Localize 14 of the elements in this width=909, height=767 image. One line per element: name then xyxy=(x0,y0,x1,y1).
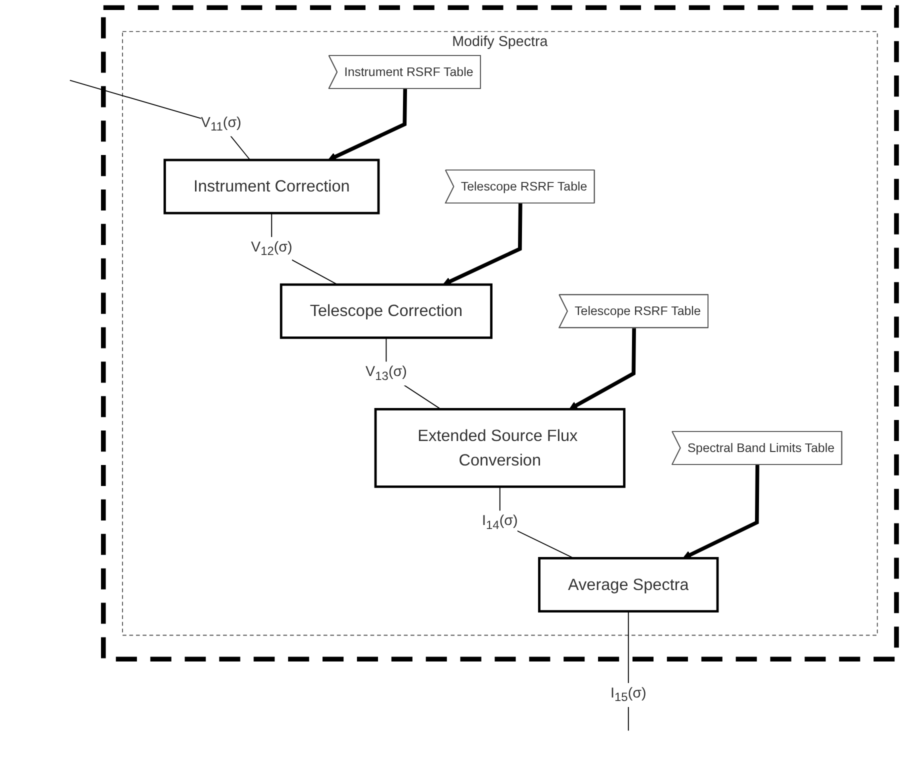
node-box: Instrument Correction xyxy=(164,158,380,214)
edge-label: V$_{12}$(σ) xyxy=(250,238,292,258)
node-box: Extended Source Flux Conversion xyxy=(374,408,626,488)
node-box: Telescope Correction xyxy=(280,283,492,339)
edge-label: V$_{13}$(σ) xyxy=(366,364,407,383)
edge-label: I$_{14}$(σ) xyxy=(482,512,518,532)
edge-label: I$_{15}$(σ) xyxy=(610,684,646,704)
arrow xyxy=(442,204,522,286)
node-box: Average Spectra xyxy=(538,557,719,612)
connector xyxy=(69,80,251,160)
arrow xyxy=(569,328,636,410)
edge-label: V$_{11}$(σ) xyxy=(200,114,242,134)
arrow xyxy=(682,464,760,559)
arrow xyxy=(328,88,408,161)
